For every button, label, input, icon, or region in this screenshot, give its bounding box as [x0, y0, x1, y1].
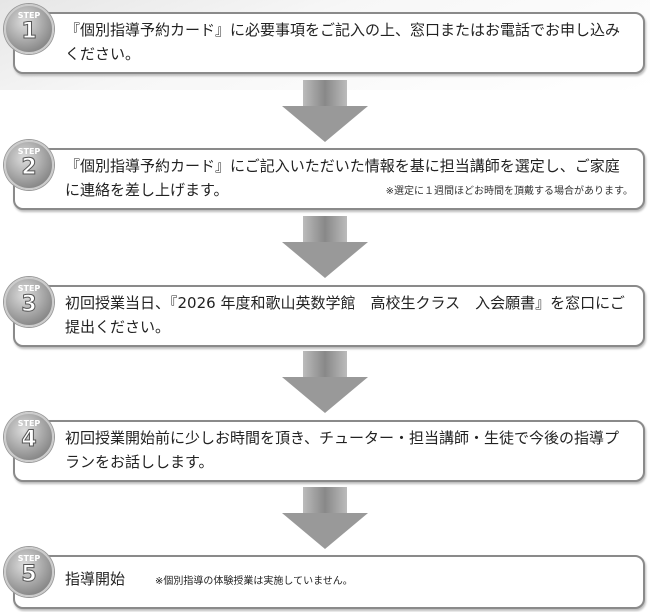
step-note: ※選定に１週間ほどお時間を頂戴する場合があります。: [385, 186, 633, 197]
step-number: 5: [21, 562, 37, 587]
step-label: STEP: [17, 284, 41, 293]
step-text: 初回授業開始前に少しお時間を頂き、チューター・担当講師・生徒で今後の指導プランを…: [65, 429, 619, 471]
down-arrow-icon: [282, 80, 368, 142]
step-text: 初回授業当日、『2026 年度和歌山英数学館 高校生クラス 入会願書』を窓口にご…: [65, 294, 625, 336]
step-box: 『個別指導予約カード』にご記入いただいた情報を基に担当講師を選定し、ご家庭に連絡…: [13, 148, 645, 210]
step-box: 初回授業当日、『2026 年度和歌山英数学館 高校生クラス 入会願書』を窓口にご…: [13, 285, 645, 347]
step-label: STEP: [17, 11, 41, 20]
step-box: 指導開始 ※個別指導の体験授業は実施していません。: [13, 555, 645, 609]
step-label: STEP: [17, 419, 41, 428]
step-box: 初回授業開始前に少しお時間を頂き、チューター・担当講師・生徒で今後の指導プランを…: [13, 420, 645, 482]
step-box: 『個別指導予約カード』に必要事項をご記入の上、窓口またはお電話でお申し込みくださ…: [13, 12, 645, 74]
step-number: 1: [21, 19, 37, 44]
step-number: 4: [21, 427, 37, 452]
step-text: 『個別指導予約カード』にご記入いただいた情報を基に担当講師を選定し、ご家庭に連絡…: [65, 157, 620, 199]
step-number: 3: [21, 292, 37, 317]
down-arrow-icon: [282, 487, 368, 549]
step-text: 指導開始: [65, 570, 126, 588]
step-note: ※個別指導の体験授業は実施していません。: [155, 576, 353, 587]
step-number: 2: [21, 155, 37, 180]
step-label: STEP: [17, 554, 41, 563]
down-arrow-icon: [282, 351, 368, 413]
down-arrow-icon: [282, 216, 368, 278]
step-label: STEP: [17, 147, 41, 156]
step-text: 『個別指導予約カード』に必要事項をご記入の上、窓口またはお電話でお申し込みくださ…: [65, 21, 621, 63]
